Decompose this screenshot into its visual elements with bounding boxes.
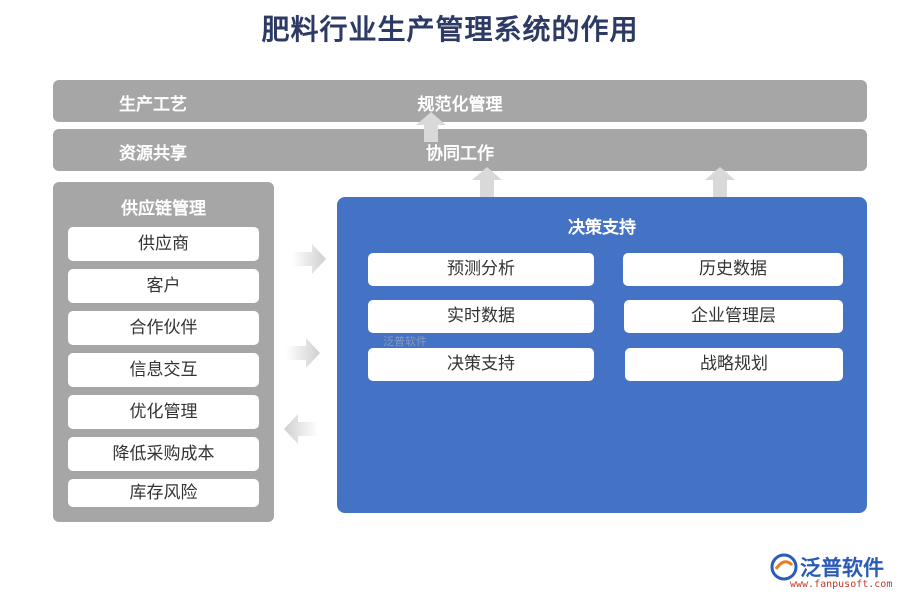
bar-center-label: 协同工作 — [426, 144, 494, 164]
decision-item-strategy: 战略规划 — [625, 348, 843, 381]
left-arrow-icon — [284, 414, 318, 444]
right-arrow-icon — [286, 338, 320, 368]
top-bar-standardized-management: 生产工艺 规范化管理 — [53, 80, 867, 122]
decision-item-management: 企业管理层 — [624, 300, 843, 333]
bar-center-label: 规范化管理 — [417, 95, 503, 115]
decision-item-realtime: 实时数据 — [368, 300, 594, 333]
supply-item-inventory-risk: 库存风险 — [68, 479, 259, 507]
decision-item-history: 历史数据 — [623, 253, 843, 286]
logo-text: 泛普软件 — [800, 556, 884, 580]
decision-item-forecast: 预测分析 — [368, 253, 594, 286]
top-bar-collaborative-work: 资源共享 协同工作 — [53, 129, 867, 171]
decision-support-title: 决策支持 — [568, 218, 636, 238]
supply-item-customer: 客户 — [68, 269, 259, 303]
supply-item-supplier: 供应商 — [68, 227, 259, 261]
supply-chain-title: 供应链管理 — [121, 199, 206, 219]
brand-logo: 泛普软件 www.fanpusoft.com — [770, 552, 895, 592]
watermark: 泛普软件 — [383, 335, 427, 348]
supply-item-optimize: 优化管理 — [68, 395, 259, 429]
page-title: 肥料行业生产管理系统的作用 — [261, 13, 639, 46]
up-arrow-icon — [472, 167, 502, 197]
up-arrow-icon — [416, 112, 446, 142]
decision-item-decision: 决策支持 — [368, 348, 594, 381]
supply-chain-panel: 供应链管理 供应商 客户 合作伙伴 信息交互 优化管理 降低采购成本 库存风险 — [53, 182, 274, 522]
supply-item-reduce-cost: 降低采购成本 — [68, 437, 259, 471]
supply-item-info-exchange: 信息交互 — [68, 353, 259, 387]
up-arrow-icon — [705, 167, 735, 197]
bar-left-label: 生产工艺 — [119, 95, 187, 115]
bar-left-label: 资源共享 — [119, 144, 187, 164]
logo-mark-icon — [770, 553, 798, 581]
right-arrow-icon — [292, 244, 326, 274]
logo-url: www.fanpusoft.com — [790, 579, 893, 590]
decision-support-panel: 决策支持 预测分析 历史数据 实时数据 企业管理层 决策支持 战略规划 — [337, 197, 867, 513]
supply-item-partner: 合作伙伴 — [68, 311, 259, 345]
